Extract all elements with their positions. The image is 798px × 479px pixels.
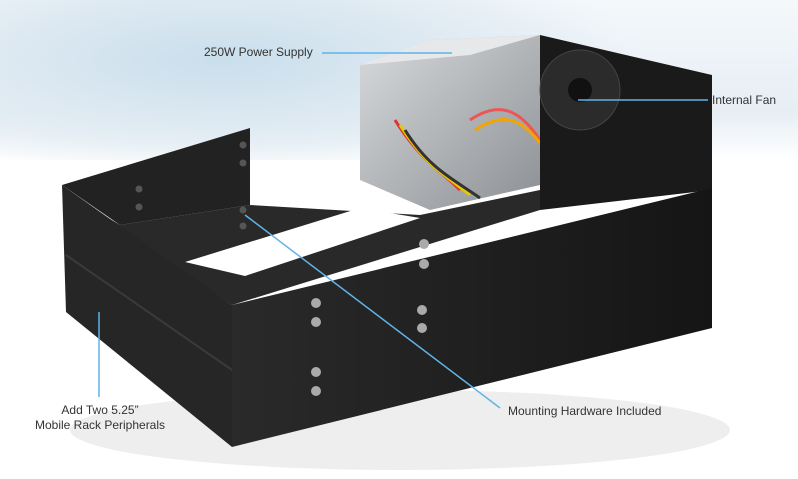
peripherals-label: Add Two 5.25” Mobile Rack Peripherals bbox=[10, 403, 190, 433]
mounting-hardware-line bbox=[244, 214, 501, 409]
mounting-screws bbox=[311, 239, 429, 396]
back-wall-screws bbox=[135, 141, 247, 230]
power-supply-label: 250W Power Supply bbox=[204, 45, 313, 59]
peripherals-label-line1: Add Two 5.25” bbox=[61, 403, 139, 417]
psu-cables bbox=[393, 108, 547, 200]
fan-hub bbox=[568, 78, 592, 102]
callout-lines bbox=[98, 52, 708, 409]
internal-fan-label: Internal Fan bbox=[712, 93, 777, 107]
front-panel bbox=[232, 188, 712, 447]
mounting-hardware-label: Mounting Hardware Included bbox=[508, 404, 662, 418]
bay-divider bbox=[65, 254, 233, 371]
floor-opening-white bbox=[185, 208, 420, 276]
power-supply bbox=[360, 35, 540, 210]
peripherals-label-line2: Mobile Rack Peripherals bbox=[34, 418, 166, 432]
power-supply-top bbox=[360, 35, 540, 65]
left-bezel bbox=[62, 185, 232, 447]
back-wall bbox=[62, 128, 250, 225]
